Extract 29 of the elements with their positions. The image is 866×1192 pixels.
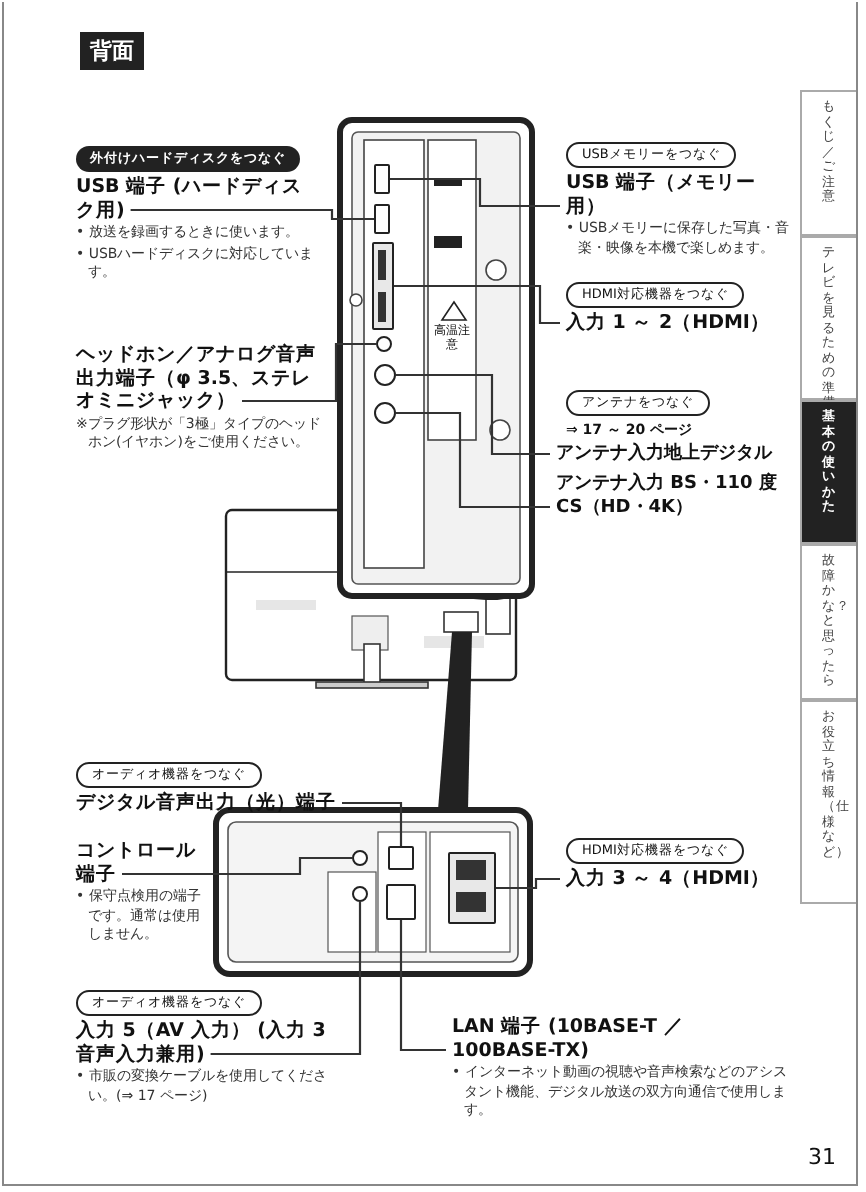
lan-port (386, 884, 416, 920)
leader-line (122, 856, 352, 876)
terminal-name: 入力 5（AV 入力） (入力 3 音声入力兼用) (76, 1020, 328, 1066)
leader-line (390, 177, 560, 208)
leader-line (394, 284, 560, 325)
leader-line (130, 208, 374, 221)
leader-line (496, 877, 560, 890)
leader-line (396, 411, 550, 509)
usb-port (374, 204, 390, 234)
terminal-name: コントロール端子 (76, 840, 198, 886)
hdmi-ports (448, 852, 496, 924)
optical-port (388, 846, 414, 870)
terminal-name: 入力 1 ～ 2（HDMI） (566, 312, 772, 335)
leader-line (242, 342, 376, 403)
terminal-name: USB 端子 (ハードディスク用) (76, 176, 304, 222)
terminal-name: ヘッドホン／アナログ音声出力端子（φ 3.5、ステレオミニジャック） (76, 344, 318, 413)
terminal-name: LAN 端子 (10BASE-T ／ 100BASE-TX) (452, 1016, 686, 1062)
leader-line (399, 920, 446, 1052)
leader-line (210, 902, 362, 1056)
page-number: 31 (808, 1144, 836, 1170)
terminal-name: 入力 3 ～ 4（HDMI） (566, 868, 772, 891)
section-title: 背面 (80, 32, 144, 70)
terminal-name: アンテナ入力地上デジタル (556, 444, 775, 467)
leader-line (396, 373, 550, 456)
hdmi-ports (372, 242, 394, 330)
leader-line (342, 801, 403, 846)
terminal-name: USB 端子（メモリー用） (566, 172, 759, 218)
terminal-name: アンテナ入力 BS・110 度 CS（HD・4K） (556, 474, 779, 520)
usb-port (374, 164, 390, 194)
